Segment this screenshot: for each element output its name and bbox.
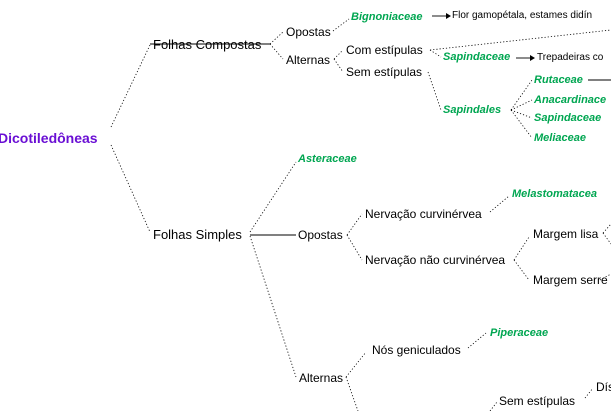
sapindaceae-description: Trepadeiras co <box>537 52 604 63</box>
connector-opostas-bignoniaceae <box>332 18 350 32</box>
taxon-melastomataceae: Melastomatacea <box>512 188 597 200</box>
bignoniaceae-description: Flor gamopétala, estames didín <box>452 10 593 21</box>
connector-comestipulas-sapindaceae <box>429 49 442 58</box>
connector-semestipulas-bottom <box>489 401 498 411</box>
com-estipulas-label: Com estípulas <box>346 43 423 57</box>
connector-sapindales-sapindaceae <box>510 109 533 119</box>
family-meliaceae: Meliaceae <box>534 132 586 144</box>
nervacao-nao-curvinervea-label: Nervação não curvinérvea <box>365 253 506 267</box>
folhas-simples-label: Folhas Simples <box>153 227 242 242</box>
folhas-compostas-label: Folhas Compostas <box>153 37 262 52</box>
compostas-opostas-label: Opostas <box>286 25 331 39</box>
connector-sapindales-anacardinace <box>510 99 533 111</box>
connector-simples-asteraceae <box>249 161 297 233</box>
connector-semestipulas-sapindales <box>427 71 442 111</box>
family-rutaceae: Rutaceae <box>534 74 583 86</box>
connector-opostas-naocurvinervea <box>346 234 363 261</box>
connector-alternas-nos <box>345 351 367 378</box>
taxon-sapindaceae-trepadeiras: Sapindaceae <box>443 51 511 63</box>
connector-curvinervea-melastomataceae <box>489 195 510 213</box>
nos-geniculados-label: Nós geniculados <box>372 343 461 357</box>
connector-root-compostas <box>110 44 151 128</box>
connector-naocurvinervea-serreada <box>513 259 530 281</box>
connector-serreada-right <box>599 273 611 281</box>
connector-comestipulas-up <box>429 29 611 51</box>
connector-opostas-curvinervea <box>346 213 363 236</box>
connector-lisa-right-down <box>602 232 611 245</box>
connector-alternas-comestipulas <box>333 49 344 60</box>
connector-naocurvinervea-lisa <box>513 236 530 261</box>
margem-lisa-label: Margem lisa <box>533 227 599 241</box>
arrowhead-sapindaceae <box>530 55 535 61</box>
simples-sem-estipulas-label: Sem estípulas <box>499 394 576 408</box>
family-anacardinace: Anacardinace <box>534 94 607 106</box>
connector-root-simples <box>110 144 151 233</box>
sem-estipulas-label: Sem estípulas <box>346 65 423 79</box>
connector-nos-piperaceae <box>467 332 487 349</box>
simples-alternas-label: Alternas <box>299 371 344 385</box>
margem-serreada-label: Margem serre <box>533 273 608 287</box>
connector-simples-alternas <box>249 235 297 378</box>
taxon-piperaceae: Piperaceae <box>490 327 549 339</box>
connector-alternas-down <box>345 376 359 411</box>
connector-compostas-alternas <box>269 43 284 60</box>
connector-semestipulas-up <box>584 387 594 399</box>
taxon-bignoniaceae: Bignoniaceae <box>351 11 423 23</box>
family-sapindaceae: Sapindaceae <box>534 112 602 124</box>
connector-sapindales-rutaceae <box>510 79 533 111</box>
connector-alternas-semestipulas <box>333 58 344 73</box>
root-dicotiledoneas: Dicotiledôneas <box>0 130 98 146</box>
simples-opostas-label: Opostas <box>298 228 343 242</box>
taxon-asteraceae: Asteraceae <box>298 153 357 165</box>
arrowhead-bignoniaceae <box>446 13 451 19</box>
compostas-alternas-label: Alternas <box>286 53 331 67</box>
connector-compostas-opostas <box>269 31 284 45</box>
cutoff-label-dis: Dís <box>596 380 611 394</box>
connector-sapindales-meliaceae <box>510 109 533 139</box>
taxon-sapindales: Sapindales <box>443 104 502 116</box>
nervacao-curvinervea-label: Nervação curvinérvea <box>365 207 482 221</box>
connector-lisa-right <box>602 223 611 234</box>
